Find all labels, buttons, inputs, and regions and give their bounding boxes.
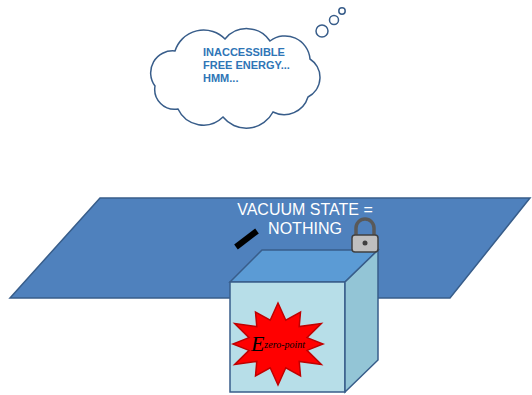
energy-starburst: Ezero-point xyxy=(228,303,328,385)
energy-symbol: E xyxy=(251,331,264,357)
thought-dot xyxy=(316,25,328,37)
thought-cloud: INACCESSIBLE FREE ENERGY... HMM... xyxy=(135,18,325,123)
cube-front xyxy=(230,282,345,392)
energy-subscript: zero-point xyxy=(264,339,305,350)
thought-text: INACCESSIBLE FREE ENERGY... HMM... xyxy=(203,46,303,85)
cube-side xyxy=(345,250,378,392)
thought-dot xyxy=(339,8,345,14)
lid-lever xyxy=(236,231,257,247)
padlock xyxy=(352,219,378,252)
thought-dot xyxy=(330,16,339,25)
